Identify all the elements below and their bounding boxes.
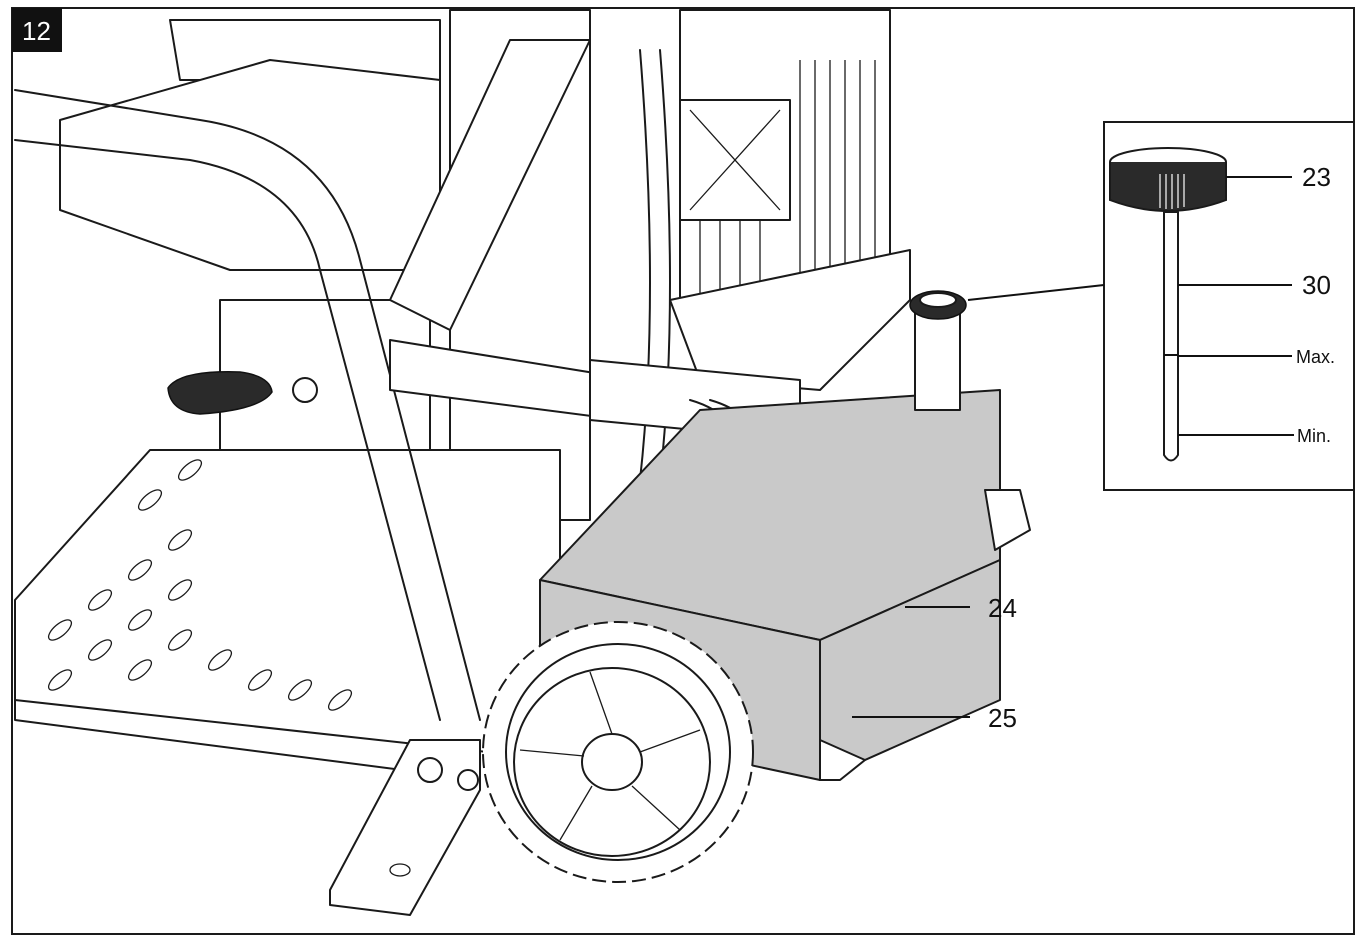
tank-foot-left (819, 739, 866, 781)
bracket-bolt-2 (457, 769, 479, 791)
filler-neck-opening (919, 292, 957, 308)
machine-illustration (14, 9, 1031, 916)
lower-bracket (329, 739, 481, 916)
tank-foot-right (984, 489, 1031, 551)
lever-pivot (292, 377, 318, 403)
callout-24: 24 (988, 593, 1017, 623)
callout-23: 23 (1302, 162, 1331, 192)
handle-tube-inner (14, 139, 441, 721)
figure-number-badge (12, 8, 62, 52)
callout-30: 30 (1302, 270, 1331, 300)
motor-base (669, 249, 911, 391)
lever-arm (389, 39, 591, 331)
callout-max: Max. (1296, 347, 1335, 367)
handle-tube (14, 89, 481, 721)
dipstick-inset: 23 30 Max. Min. (967, 121, 1355, 491)
step-plate-edge (14, 699, 481, 781)
step-plate-holes (47, 459, 353, 711)
bracket-bolt-1 (417, 757, 443, 783)
bracket-hole (389, 863, 411, 877)
dipstick-rod (1163, 211, 1179, 462)
motor-illustration (669, 9, 911, 391)
figure-number: 12 (22, 16, 51, 46)
callout-min: Min. (1297, 426, 1331, 446)
inset-connector (967, 284, 1105, 301)
callout-25: 25 (988, 703, 1017, 733)
dipstick-cap-illustration (1109, 147, 1227, 212)
lever-grip (167, 371, 273, 415)
oil-tank-side (819, 559, 1001, 781)
wheel-illustration (482, 621, 754, 883)
